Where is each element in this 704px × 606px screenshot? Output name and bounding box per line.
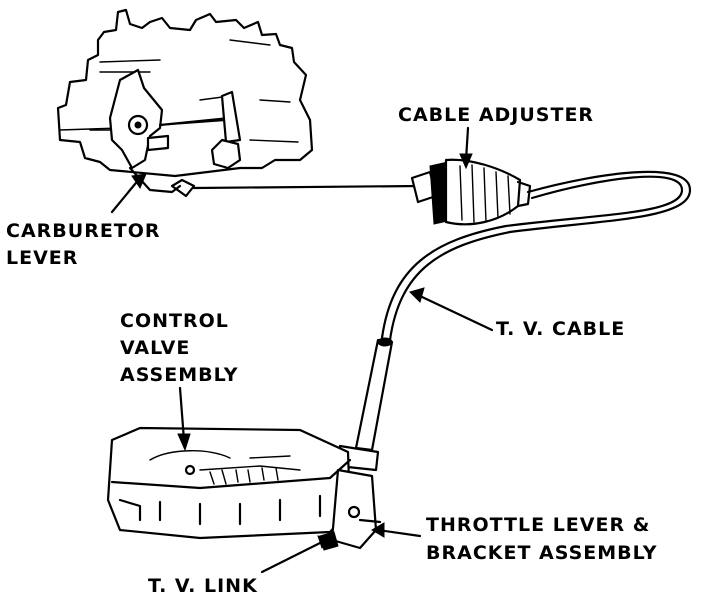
carburetor-lever-label-line2: LEVER [6,247,79,269]
leader-lines [110,126,494,574]
tv-link-label: T. V. LINK [148,575,258,597]
throttle-lever-label-line2: BRACKET ASSEMBLY [426,542,658,564]
carburetor-lever [108,68,242,198]
control-valve-label-line1: CONTROL [120,310,229,332]
cable-adjuster-label: CABLE ADJUSTER [398,104,595,126]
control-valve-assembly [106,426,352,540]
carburetor-body [56,8,314,178]
cable-upper [192,184,422,190]
control-valve-label-line3: ASSEMBLY [120,364,239,386]
tv-cable-label: T. V. CABLE [496,318,626,340]
cable-adjuster [410,158,532,226]
tv-cable-line [388,170,692,342]
throttle-lever-label-line1: THROTTLE LEVER & [426,514,651,536]
carburetor-lever-label-line1: CARBURETOR [6,220,161,242]
control-valve-label-line2: VALVE [120,337,191,359]
